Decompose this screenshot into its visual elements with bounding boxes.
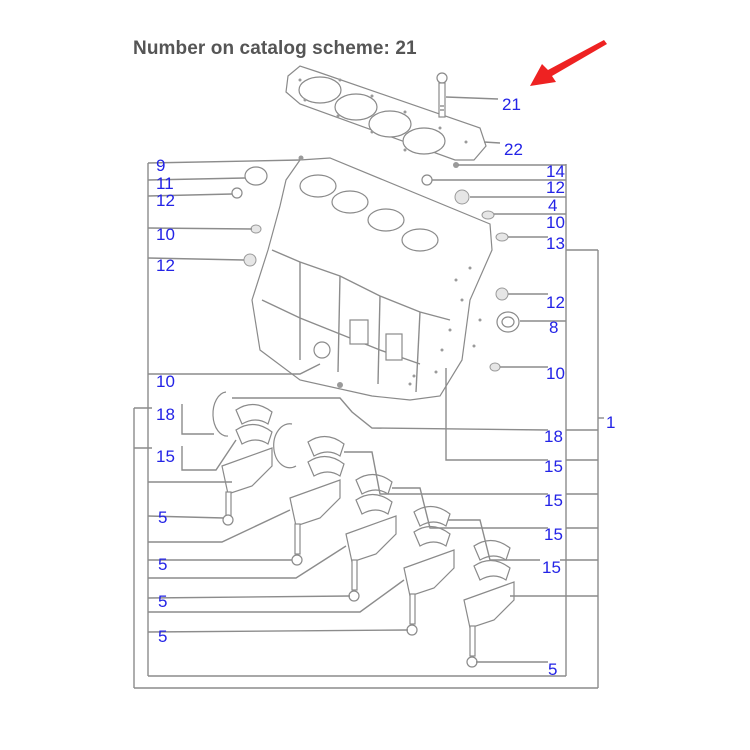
left-callout-bracket (133, 159, 598, 689)
head-bolt-part[interactable] (436, 72, 448, 118)
thrust-washer-part[interactable] (212, 391, 297, 469)
callout-left-12a[interactable]: 12 (156, 191, 175, 210)
cylinder-block-part[interactable] (251, 157, 493, 401)
main-bearing-set-3[interactable] (345, 473, 397, 602)
callout-left-11[interactable]: 11 (156, 174, 174, 193)
callout-right-10a[interactable]: 10 (546, 213, 565, 232)
right-small-parts (421, 162, 520, 372)
callout-left-9[interactable]: 9 (156, 156, 165, 175)
main-bearing-set-1[interactable] (221, 403, 273, 526)
callout-right-12b[interactable]: 12 (546, 293, 565, 312)
callout-left-5c[interactable]: 5 (158, 592, 167, 611)
callout-left-10b[interactable]: 10 (156, 372, 175, 391)
callout-right-15d[interactable]: 15 (542, 558, 561, 577)
callout-assembly-1[interactable]: 1 (606, 413, 615, 432)
callout-left-5a[interactable]: 5 (158, 508, 167, 527)
callout-left-5b[interactable]: 5 (158, 555, 167, 574)
right-callout-bracket (232, 164, 604, 688)
callout-right-10b[interactable]: 10 (546, 364, 565, 383)
callout-right-14[interactable]: 14 (546, 162, 565, 181)
head-gasket-part[interactable] (285, 65, 487, 161)
callout-right-12a[interactable]: 12 (546, 178, 565, 197)
left-small-parts (231, 155, 343, 388)
callout-21-label[interactable]: 21 (502, 95, 521, 114)
callout-left-12b[interactable]: 12 (156, 256, 175, 275)
callout-left-5d[interactable]: 5 (158, 627, 167, 646)
main-bearing-set-4[interactable] (403, 505, 455, 636)
callout-right-8[interactable]: 8 (549, 318, 558, 337)
callout-left-15[interactable]: 15 (156, 447, 175, 466)
catalog-scheme-title: Number on catalog scheme: 21 (133, 38, 417, 59)
callout-right-15c[interactable]: 15 (544, 525, 563, 544)
callout-right-4[interactable]: 4 (548, 196, 557, 215)
callout-left-18[interactable]: 18 (156, 405, 175, 424)
callout-right-15a[interactable]: 15 (544, 457, 563, 476)
highlight-arrow-icon (530, 40, 607, 86)
callout-22-label[interactable]: 22 (504, 140, 523, 159)
callout-right-15b[interactable]: 15 (544, 491, 563, 510)
callout-left-10a[interactable]: 10 (156, 225, 175, 244)
callout-right-18[interactable]: 18 (544, 427, 563, 446)
callout-right-5[interactable]: 5 (548, 660, 557, 679)
callout-right-13[interactable]: 13 (546, 234, 565, 253)
main-bearing-set-5[interactable] (463, 539, 515, 668)
main-bearing-set-2[interactable] (289, 435, 345, 566)
